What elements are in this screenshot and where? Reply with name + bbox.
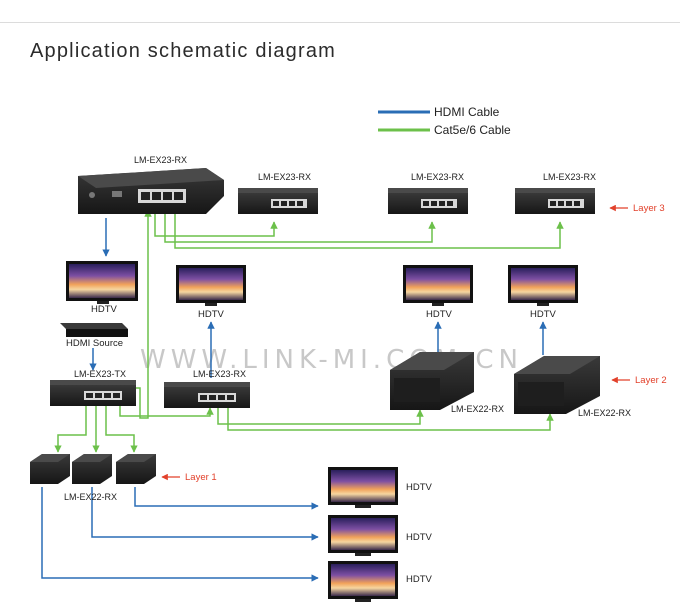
l3-rx-2 <box>388 188 468 214</box>
hdtv-b3 <box>328 561 398 602</box>
hdtv-b2-label: HDTV <box>406 532 433 543</box>
hdtv-b2 <box>328 515 398 556</box>
cables <box>41 209 564 582</box>
cable-cat-tx-to-l1-3 <box>105 406 138 453</box>
l1-ex22-1 <box>30 454 70 484</box>
cable-cat-midrx-to-ex22-1 <box>217 408 424 425</box>
hdtv-r2-label: HDTV <box>530 309 557 320</box>
mid-rx-device <box>164 382 250 408</box>
legend-cat-label: Cat5e/6 Cable <box>434 123 511 137</box>
hdmi-source-label: HDMI Source <box>66 338 123 349</box>
tx-label: LM-EX23-TX <box>74 369 126 379</box>
ex22-device-2 <box>514 356 600 414</box>
l3-rx-1-label: LM-EX23-RX <box>258 172 311 182</box>
main-rx-label: LM-EX23-RX <box>134 155 187 165</box>
legend: HDMI Cable Cat5e/6 Cable <box>378 105 511 137</box>
cable-cat-tx-to-l1-1 <box>54 406 87 453</box>
hdtv-r1 <box>403 265 473 306</box>
layer1-label: Layer 1 <box>185 472 217 483</box>
top-divider <box>0 22 680 23</box>
l1-ex22-3 <box>116 454 156 484</box>
ex22-device-1 <box>390 352 474 410</box>
hdtv-b3-label: HDTV <box>406 574 433 585</box>
hdtv-mid-label: HDTV <box>198 309 225 320</box>
hdtv-b1-label: HDTV <box>406 482 433 493</box>
cable-hdmi-b2 <box>91 487 319 541</box>
page-title: Application schematic diagram <box>30 40 337 62</box>
ex22-1-label: LM-EX22-RX <box>451 404 504 414</box>
layer2-label: Layer 2 <box>635 375 667 386</box>
cable-cat-tx-to-midrx <box>119 406 214 417</box>
hdtv-left <box>66 261 138 304</box>
l1-ex22-2 <box>72 454 112 484</box>
cable-cat-main-to-l3-3 <box>174 210 564 249</box>
cable-cat-main-to-l3-1 <box>154 210 278 237</box>
cable-cat-main-to-l3-2 <box>164 210 436 243</box>
cable-hdmi-b3 <box>41 487 319 582</box>
cable-hdmi-b1 <box>134 487 319 510</box>
hdtv-mid <box>176 265 246 306</box>
legend-hdmi-label: HDMI Cable <box>434 105 500 119</box>
hdtv-r2 <box>508 265 578 306</box>
layer3-label: Layer 3 <box>633 203 665 214</box>
ex22-2-label: LM-EX22-RX <box>578 408 631 418</box>
l3-rx-2-label: LM-EX23-RX <box>411 172 464 182</box>
l3-rx-1 <box>238 188 318 214</box>
l3-rx-3 <box>515 188 595 214</box>
hdtv-r1-label: HDTV <box>426 309 453 320</box>
tx-device <box>50 380 136 406</box>
ex22-bottom-label: LM-EX22-RX <box>64 492 117 502</box>
l3-rx-3-label: LM-EX23-RX <box>543 172 596 182</box>
hdmi-source-device <box>60 323 128 337</box>
hdtv-left-label: HDTV <box>91 304 118 315</box>
hdtv-b1 <box>328 467 398 508</box>
cable-cat-midrx-to-ex22-2 <box>227 408 554 431</box>
main-rx-device <box>78 168 224 214</box>
mid-rx-label: LM-EX23-RX <box>193 369 246 379</box>
